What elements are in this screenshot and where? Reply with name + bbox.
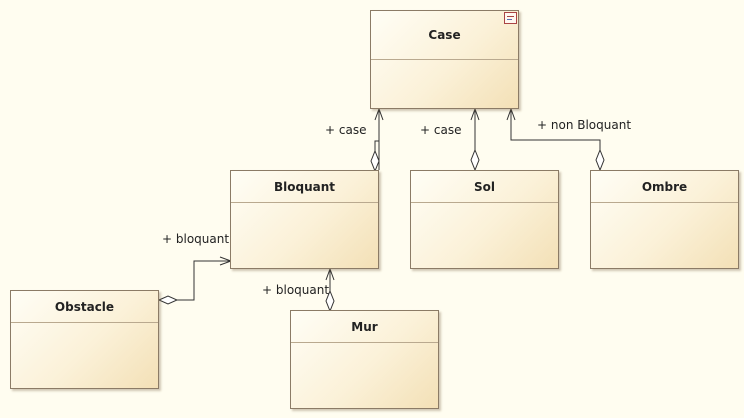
class-case-title: Case: [371, 11, 518, 60]
role-label-sol-case: + case: [420, 123, 462, 137]
role-label-ombre-case: + non Bloquant: [537, 118, 632, 132]
class-bloquant[interactable]: Bloquant: [230, 170, 379, 269]
class-ombre[interactable]: Ombre: [590, 170, 739, 269]
role-label-obstacle-bloquant: + bloquant: [162, 232, 230, 246]
class-obstacle[interactable]: Obstacle: [10, 290, 159, 389]
association-sol-case[interactable]: [470, 107, 480, 172]
class-ombre-title: Ombre: [591, 171, 738, 203]
role-label-mur-bloquant: + bloquant: [262, 283, 330, 297]
class-sol[interactable]: Sol: [410, 170, 559, 269]
class-mur[interactable]: Mur: [290, 310, 439, 409]
class-sol-title: Sol: [411, 171, 558, 203]
class-mur-title: Mur: [291, 311, 438, 343]
class-icon: [504, 12, 517, 24]
role-label-bloquant-case: + case: [325, 123, 367, 137]
class-bloquant-title: Bloquant: [231, 171, 378, 203]
association-bloquant-case[interactable]: [370, 107, 384, 173]
class-case[interactable]: Case: [370, 10, 519, 109]
class-obstacle-title: Obstacle: [11, 291, 158, 323]
association-obstacle-bloquant[interactable]: [157, 256, 233, 305]
association-ombre-case[interactable]: [506, 107, 605, 172]
